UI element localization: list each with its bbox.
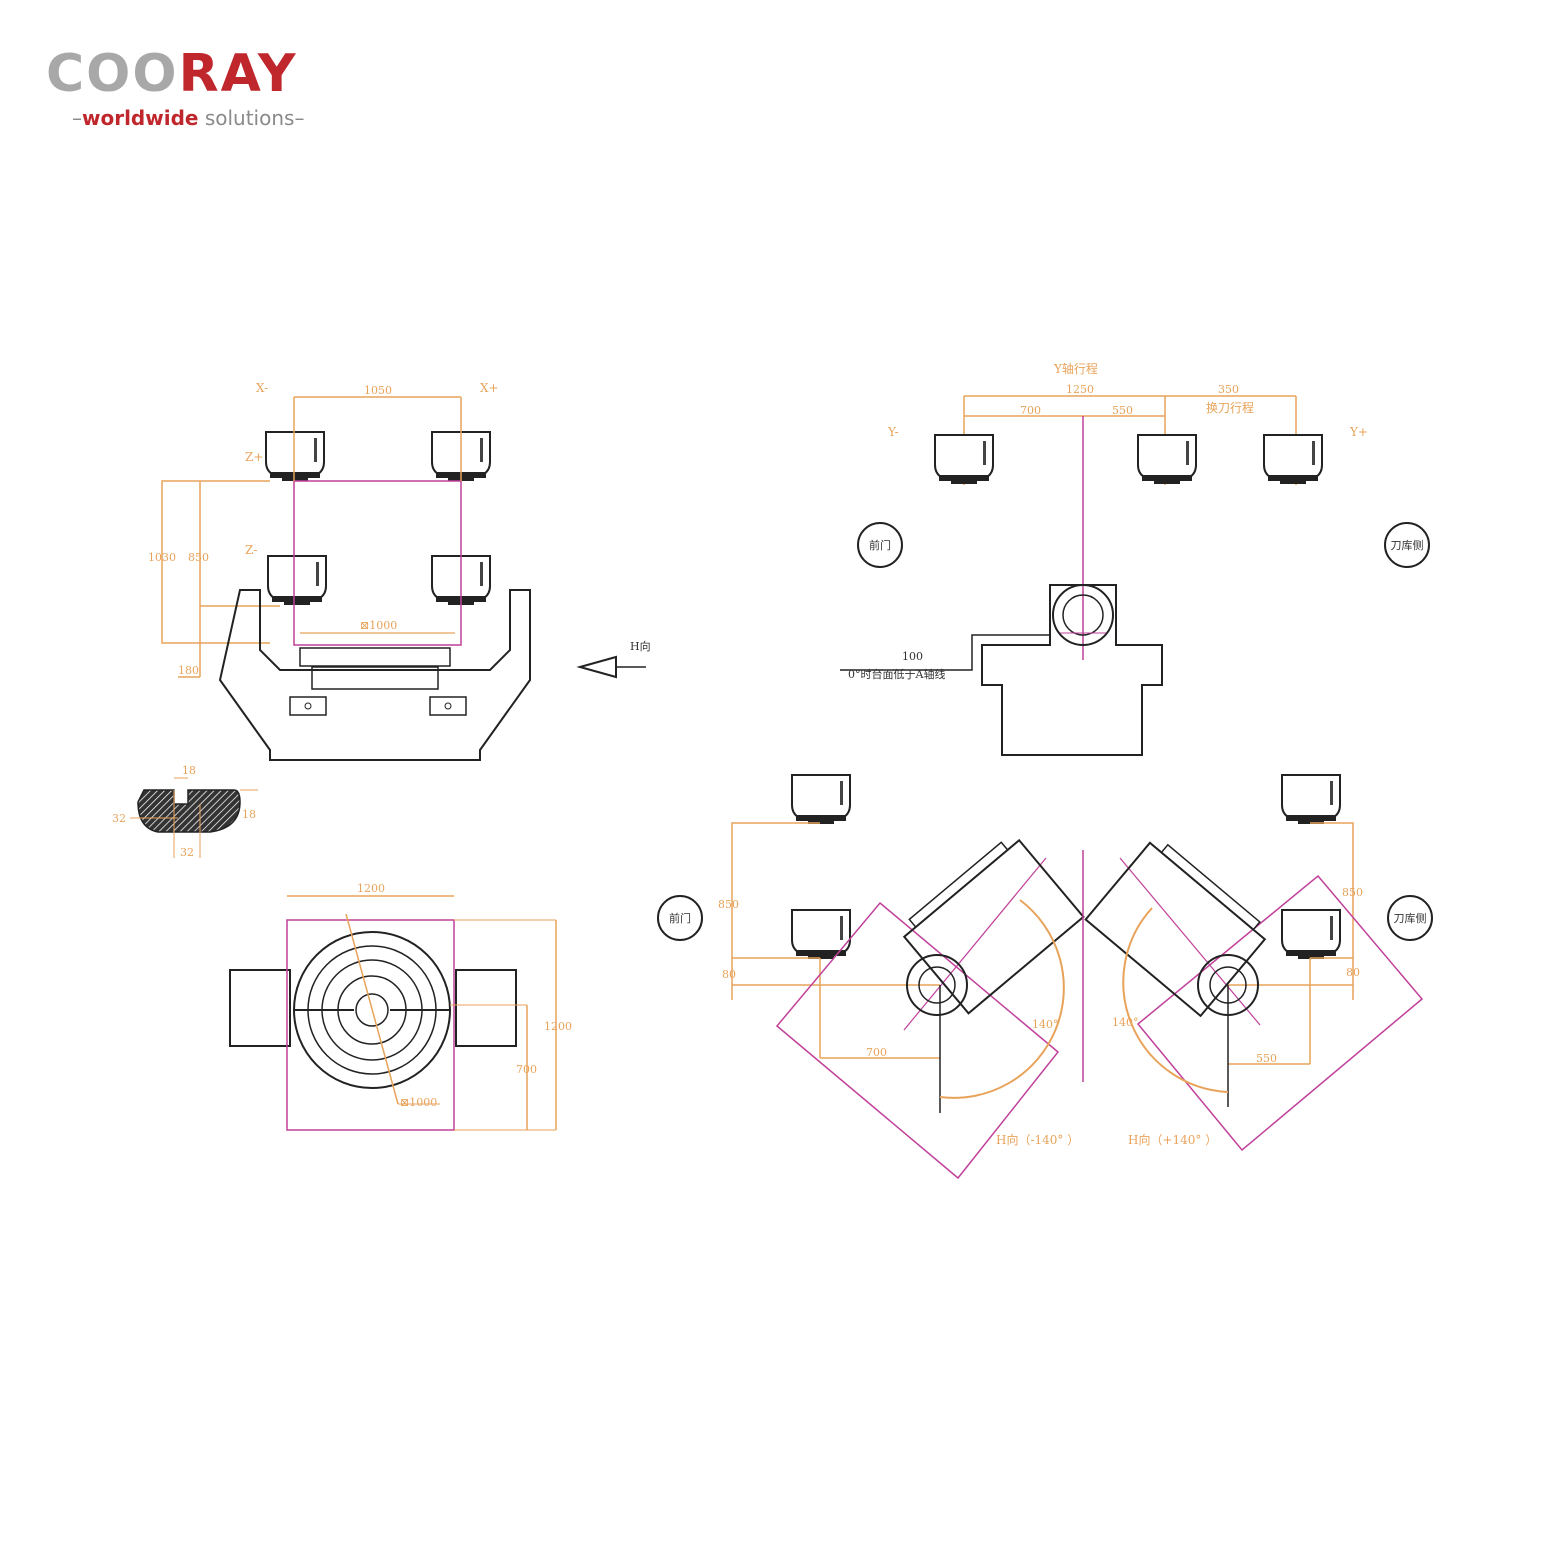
top-width-dim: 1200 <box>357 882 385 895</box>
top-height-dim: 1200 <box>544 1020 572 1033</box>
dim-1030: 1030 <box>148 551 176 564</box>
tslot-bottom-dim: 32 <box>180 846 194 859</box>
magazine-side-marker <box>1387 895 1433 941</box>
z-plus-label: Z+ <box>245 450 263 464</box>
tool-change-dim: 350 <box>1218 383 1239 396</box>
table-size-dim: ⊠1000 <box>360 619 397 632</box>
tslot-right-dim: 18 <box>242 808 256 821</box>
brand-tagline: –worldwide solutions– <box>72 106 305 130</box>
dim-850-left: 850 <box>718 898 739 911</box>
z-minus-label: Z- <box>245 543 257 557</box>
spindle-icon <box>791 909 851 960</box>
dim-80-left: 80 <box>722 968 736 981</box>
h-direction-arrow: H向 <box>576 639 651 679</box>
side-view: Y轴行程 1250 350 换刀行程 700 550 Y- Y+ 前门 刀库侧 … <box>840 361 1430 756</box>
x-travel-dim: 1050 <box>364 384 392 397</box>
tool-change-label: 换刀行程 <box>1206 400 1254 415</box>
spindle-icon <box>934 434 994 485</box>
dim-180: 180 <box>178 664 199 677</box>
dim-100: 100 <box>902 650 923 663</box>
spindle-icon <box>1281 909 1341 960</box>
svg-text:刀库侧: 刀库侧 <box>1394 912 1427 925</box>
svg-text:前门: 前门 <box>869 538 891 552</box>
y-axis-title: Y轴行程 <box>1053 361 1098 376</box>
top-table-size-dim: ⊠1000 <box>400 1096 437 1109</box>
y-total-dim: 1250 <box>1066 383 1094 396</box>
note-100: 0°时台面低于A轴线 <box>848 667 945 681</box>
dim-550: 550 <box>1256 1052 1277 1065</box>
dim-850-right: 850 <box>1342 886 1363 899</box>
front-view: X- X+ 1050 Z+ Z- 1030 850 180 ⊠1000 <box>148 381 531 761</box>
tilt-right-view: 刀库侧 850 80 550 140° H向（+140° ） <box>1084 774 1433 1152</box>
spindle-icon <box>1263 434 1323 485</box>
spindle-icon <box>1137 434 1197 485</box>
angle-left: 140° <box>1032 1018 1059 1031</box>
front-door-marker <box>857 522 903 568</box>
h-direction-label: H向 <box>630 639 651 653</box>
caption-left: H向（-140° ） <box>996 1132 1079 1147</box>
x-minus-label: X- <box>256 381 268 395</box>
svg-text:刀库侧: 刀库侧 <box>1391 539 1424 552</box>
caption-right: H向（+140° ） <box>1128 1132 1217 1147</box>
brand-name: COORAY <box>46 44 298 104</box>
top-offset-dim: 700 <box>516 1063 537 1076</box>
front-door-marker <box>657 895 703 941</box>
spindle-icon <box>267 555 327 606</box>
angle-right: 140° <box>1112 1016 1139 1029</box>
spindle-icon <box>1281 774 1341 825</box>
y-right-dim: 550 <box>1112 404 1133 417</box>
tslot-detail: 18 32 18 32 <box>112 764 258 859</box>
y-minus-label: Y- <box>887 425 899 439</box>
magazine-side-marker <box>1384 522 1430 568</box>
spindle-icon <box>791 774 851 825</box>
arrow-left-icon <box>576 655 617 679</box>
dim-850: 850 <box>188 551 209 564</box>
y-left-dim: 700 <box>1020 404 1041 417</box>
brand-logo: COORAY –worldwide solutions– <box>46 48 386 138</box>
x-plus-label: X+ <box>480 381 499 395</box>
tslot-top-dim: 18 <box>182 764 196 777</box>
dim-80-right: 80 <box>1346 966 1360 979</box>
svg-text:前门: 前门 <box>669 911 691 925</box>
tslot-left-dim: 32 <box>112 812 126 825</box>
spindle-icon <box>265 431 325 482</box>
top-view: 1200 1200 700 ⊠1000 <box>229 882 572 1131</box>
dim-700: 700 <box>866 1046 887 1059</box>
y-plus-label: Y+ <box>1349 425 1368 439</box>
tilt-left-view: 前门 850 80 700 140° H向（-140° ） <box>657 774 1085 1180</box>
